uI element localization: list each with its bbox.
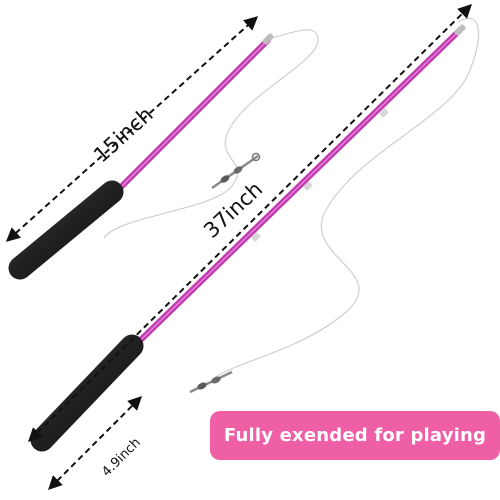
extended-wand-swivel-clip: [189, 370, 233, 394]
extended-wand: [30, 17, 480, 452]
handle-length-label: 4.9inch: [99, 435, 143, 479]
short-wand-handle: [8, 180, 124, 280]
handle-length-dimension-line: [48, 396, 142, 490]
fully-extended-banner: Fully exended for playing: [210, 411, 500, 460]
extended-wand-handle: [30, 334, 144, 452]
short-wand: [8, 29, 319, 280]
extended-length-dimension-line: [28, 4, 472, 442]
